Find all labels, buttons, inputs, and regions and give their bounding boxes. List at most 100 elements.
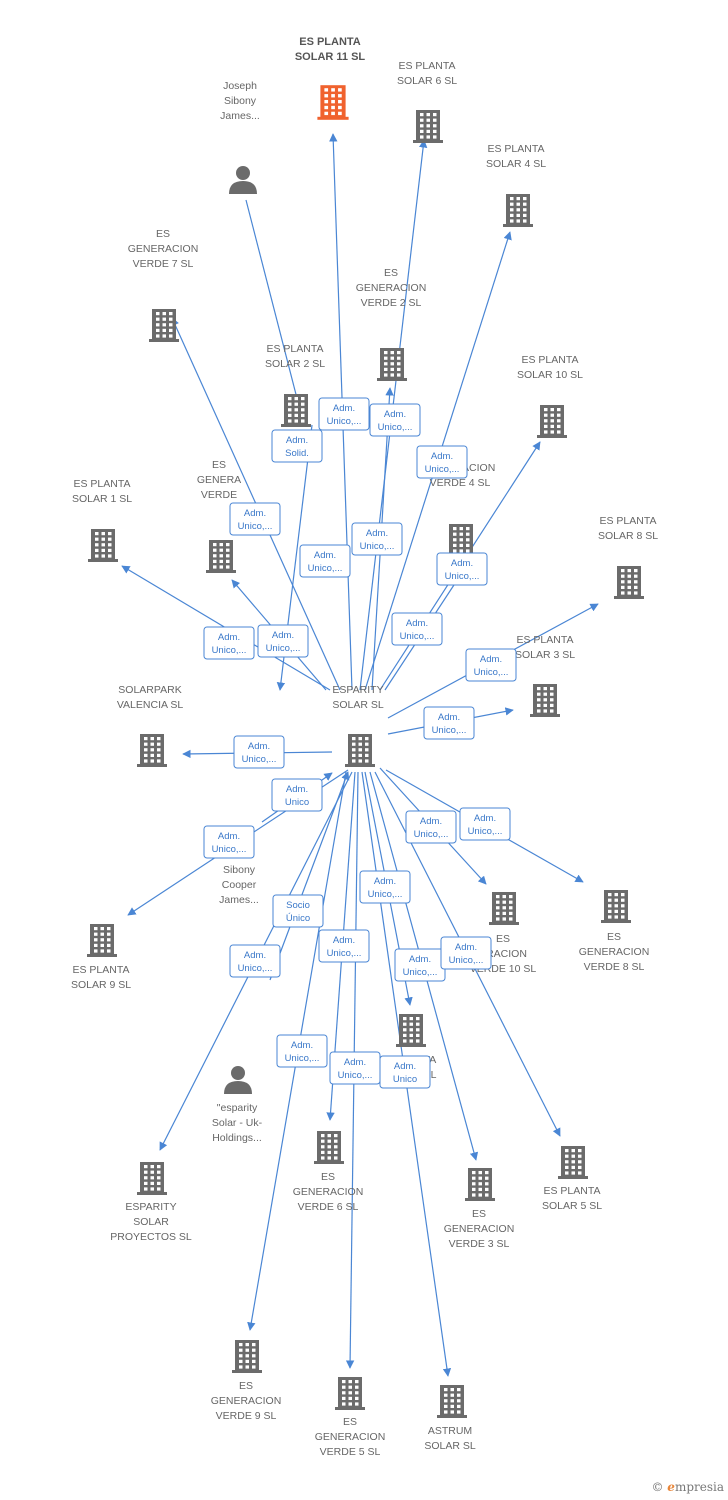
brand-name: mpresia [674, 1480, 724, 1494]
relation-label-rel-verde-2[interactable]: Adm.Unico,... [369, 403, 421, 437]
relation-label-text: Adm.Unico,... [285, 1040, 320, 1064]
relation-label-rel-verde-7[interactable]: Adm.Unico,... [257, 624, 309, 658]
building-icon [137, 734, 167, 767]
relation-label-rel-verde-6[interactable]: Adm.Unico,... [359, 870, 411, 904]
relation-label-text: Adm.Unico,... [445, 558, 480, 582]
relation-label-rel-verde-4[interactable]: Adm.Unico,... [436, 552, 488, 586]
building-icon [317, 85, 349, 120]
building-icon [489, 892, 519, 925]
relation-label-rel-solar-4[interactable]: Adm.Unico,... [416, 445, 468, 479]
relation-label-rel-verde-5[interactable]: Adm.Unico,... [329, 1051, 381, 1085]
relation-label-rel-solar-x[interactable]: Adm.Unico,... [394, 948, 446, 982]
building-icon [437, 1385, 467, 1418]
building-icon [537, 405, 567, 438]
relation-label-rel-proyectos[interactable]: Adm.Unico,... [229, 944, 281, 978]
relation-label-text: Adm.Unico,... [400, 618, 435, 642]
relation-label-rel-sibony-cooper[interactable]: Adm.Unico [271, 778, 323, 812]
relation-label-rel-solar-1[interactable]: Adm.Unico,... [203, 626, 255, 660]
relation-label-rel-joseph[interactable]: Adm.Solid. [271, 429, 323, 463]
building-icon [558, 1146, 588, 1179]
relation-label-rel-solarpark[interactable]: Adm.Unico,... [233, 735, 285, 769]
relation-label-text: Adm.Unico,... [414, 816, 449, 840]
relation-label-text: Adm.Unico,... [338, 1057, 373, 1081]
relation-label-text: Adm.Unico,... [238, 508, 273, 532]
relation-label-text: Adm.Unico,... [425, 451, 460, 475]
relation-label-text: Adm.Unico,... [327, 935, 362, 959]
relation-label-rel-verde-9[interactable]: Adm.Unico,... [276, 1034, 328, 1068]
relation-label-text: Adm.Unico,... [368, 876, 403, 900]
relation-label-rel-verde-10[interactable]: Adm.Unico,... [405, 810, 457, 844]
building-icon [377, 348, 407, 381]
relation-label-rel-solar-11[interactable]: Adm.Unico,... [318, 397, 370, 431]
relation-label-rel-solar-9[interactable]: Adm.Unico,... [203, 825, 255, 859]
relation-label-text: Adm.Unico,... [266, 630, 301, 654]
copyright-symbol: © [651, 1480, 664, 1494]
building-icon [232, 1340, 262, 1373]
building-icon [149, 309, 179, 342]
relation-label-rel-solar-8[interactable]: Adm.Unico,... [465, 648, 517, 682]
relation-label-text: Adm.Unico,... [242, 741, 277, 765]
relation-label-text: Adm.Unico,... [308, 550, 343, 574]
relation-label-text: Adm.Unico,... [212, 831, 247, 855]
relation-label-rel-verde-6b[interactable]: Adm.Unico,... [318, 929, 370, 963]
relation-label-text: Adm.Unico,... [212, 632, 247, 656]
relation-label-rel-solar-10[interactable]: Adm.Unico,... [391, 612, 443, 646]
relation-label-rel-astrum[interactable]: Adm.Unico [379, 1055, 431, 1089]
relation-label-text: Adm.Unico,... [327, 403, 362, 427]
relation-label-rel-verde-x[interactable]: Adm.Unico,... [229, 502, 281, 536]
person-icon [229, 166, 257, 194]
relation-label-rel-solar-3[interactable]: Adm.Unico,... [423, 706, 475, 740]
relation-label-text: Adm.Solid. [285, 435, 309, 459]
building-icon [335, 1377, 365, 1410]
building-icon [87, 924, 117, 957]
building-icon [206, 540, 236, 573]
relation-label-rel-verde-8[interactable]: Adm.Unico,... [459, 807, 511, 841]
relation-label-rel-solar-6[interactable]: Adm.Unico,... [351, 522, 403, 556]
relation-label-text: Adm.Unico [393, 1061, 417, 1085]
relation-label-rel-verde-3[interactable]: Adm.Unico,... [440, 936, 492, 970]
relation-label-rel-solar-2[interactable]: Adm.Unico,... [299, 544, 351, 578]
